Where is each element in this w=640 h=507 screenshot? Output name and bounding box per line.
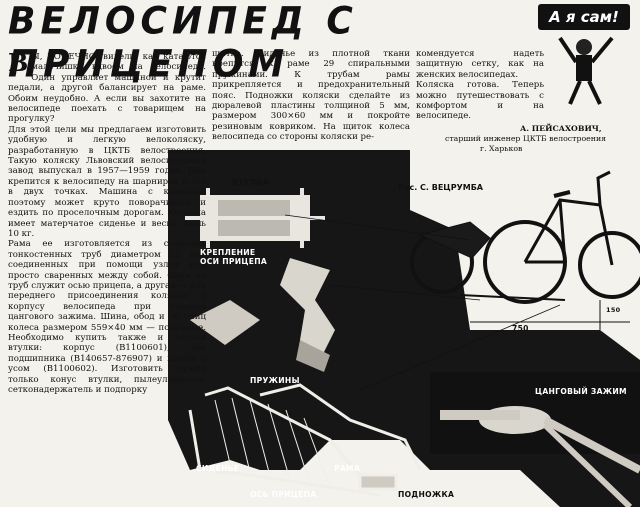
article-column-3: комендуется надеть защитную сетку, как н… — [416, 49, 544, 122]
article-column-2: щитка. Сиденье из плотной ткани крепится… — [212, 49, 410, 143]
leader-lines — [284, 214, 561, 391]
dimension-150: 150 — [606, 306, 621, 314]
label-footrest: ПОДНОЖКА — [398, 490, 455, 499]
label-hub: ВТУЛКА — [232, 178, 270, 187]
label-axle-mount: КРЕПЛЕНИЕ ОСИ ПРИЦЕПА — [200, 248, 268, 266]
illustration-credit: Рис. С. ВЕЦРУМБА — [398, 183, 483, 192]
author-name: А. ПЕЙСАХОВИЧ, — [520, 124, 602, 133]
dimension-750: 750 — [512, 324, 529, 333]
trailer-frame-drawing — [188, 383, 422, 497]
article-title: ВЕЛОСИПЕД С ПРИЦЕПОМ — [8, 0, 358, 87]
author-city: г. Харьков — [480, 144, 523, 153]
mascot-icon — [558, 36, 614, 105]
label-seat: СИДЕНЬЕ — [196, 464, 240, 473]
author-title: старший инженер ЦКТБ велостроения — [445, 134, 607, 143]
column-1-text: Ы, КОНЕЧНО, видели, как катаются мальчиш… — [8, 52, 206, 395]
label-springs: ПРУЖИНЫ — [250, 376, 300, 385]
collet-clamp-drawing — [440, 406, 640, 507]
label-frame: РАМА — [334, 464, 361, 473]
label-collet-clamp: ЦАНГОВЫЙ ЗАЖИМ — [535, 387, 627, 396]
drop-cap: В — [8, 52, 29, 77]
label-trailer-axle: ОСЬ ПРИЦЕПА — [250, 490, 317, 499]
springs-drawing — [214, 397, 331, 489]
bicycle-with-trailer-drawing — [410, 170, 640, 330]
hub-drawing — [185, 188, 325, 248]
section-badge: А я сам! — [538, 4, 630, 30]
trailer-axle-mount-drawing — [190, 258, 335, 372]
